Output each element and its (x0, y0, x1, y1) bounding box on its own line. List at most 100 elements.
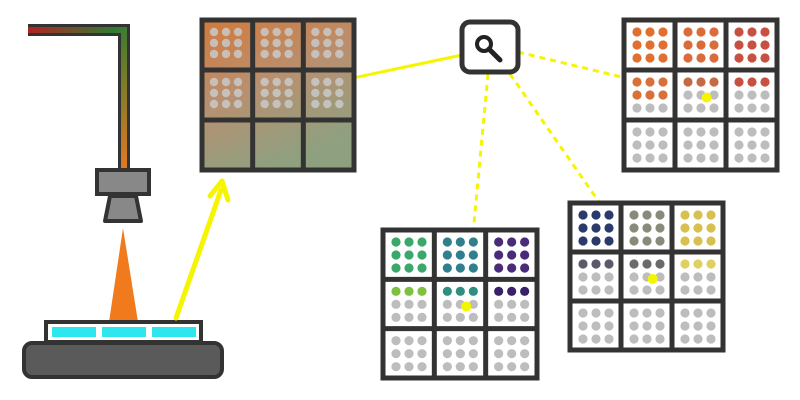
empty-dot (391, 299, 401, 309)
colored-dot (683, 27, 693, 37)
empty-dot (760, 127, 770, 137)
empty-dot (591, 308, 601, 318)
colored-dot (693, 223, 703, 233)
sample-dot (272, 99, 281, 109)
empty-dot (747, 90, 757, 100)
sample-dot (209, 99, 219, 109)
empty-dot (642, 334, 652, 344)
colored-dot (629, 259, 639, 269)
empty-dot (520, 299, 530, 309)
empty-dot (455, 336, 465, 346)
empty-dot (404, 349, 414, 359)
colored-dot (693, 236, 703, 246)
output-panel-green-purple (380, 227, 540, 381)
colored-dot (680, 236, 690, 246)
colored-dot (680, 259, 690, 269)
sample-dot (272, 88, 281, 98)
led-segment (152, 327, 196, 337)
colored-dot (747, 53, 757, 63)
search-icon[interactable] (459, 19, 521, 75)
sample-dot (272, 27, 281, 37)
empty-dot (642, 308, 652, 318)
colored-dot (655, 210, 665, 220)
colored-dot (468, 263, 478, 273)
empty-dot (494, 349, 504, 359)
empty-dot (706, 334, 716, 344)
empty-dot (645, 127, 655, 137)
colored-dot (747, 27, 757, 37)
colored-dot (680, 210, 690, 220)
colored-dot (404, 263, 414, 273)
empty-dot (696, 103, 706, 113)
empty-dot (696, 127, 706, 137)
colored-dot (468, 286, 478, 296)
empty-dot (494, 312, 504, 322)
colored-dot (683, 77, 693, 87)
empty-dot (507, 362, 517, 372)
empty-dot (404, 336, 414, 346)
empty-dot (468, 349, 478, 359)
colored-dot (693, 259, 703, 269)
colored-dot (391, 286, 401, 296)
empty-dot (645, 140, 655, 150)
colored-dot (417, 250, 427, 260)
sample-dot (221, 99, 231, 109)
colored-dot (442, 250, 452, 260)
colored-dot (632, 27, 642, 37)
empty-dot (734, 140, 744, 150)
colored-dot (642, 236, 652, 246)
empty-dot (417, 336, 427, 346)
colored-dot (655, 236, 665, 246)
colored-dot (442, 286, 452, 296)
colored-dot (642, 223, 652, 233)
empty-dot (693, 321, 703, 331)
empty-dot (604, 308, 614, 318)
sample-dot (233, 99, 243, 109)
sample-dot (209, 88, 219, 98)
empty-dot (591, 272, 601, 282)
output-panels (380, 17, 780, 381)
colored-dot (391, 237, 401, 247)
sample-dot (209, 27, 219, 37)
colored-dot (655, 223, 665, 233)
sample-dot (284, 77, 293, 87)
colored-dot (591, 236, 601, 246)
panel-border (567, 200, 726, 353)
empty-dot (507, 349, 517, 359)
colored-dot (494, 250, 504, 260)
empty-dot (696, 140, 706, 150)
colored-dot (578, 259, 588, 269)
empty-dot (520, 336, 530, 346)
empty-dot (442, 312, 452, 322)
colored-dot (655, 259, 665, 269)
source-image-grid (199, 17, 357, 173)
empty-dot (693, 285, 703, 295)
sample-dot (260, 27, 269, 37)
empty-dot (507, 299, 517, 309)
empty-dot (658, 153, 668, 163)
zoom-link (464, 73, 490, 307)
empty-dot (417, 312, 427, 322)
empty-dot (604, 285, 614, 295)
colored-dot (455, 250, 465, 260)
empty-dot (680, 321, 690, 331)
empty-dot (578, 285, 588, 295)
colored-dot (760, 40, 770, 50)
sample-dot (335, 27, 344, 37)
empty-dot (632, 140, 642, 150)
empty-dot (655, 285, 665, 295)
colored-dot (696, 40, 706, 50)
empty-dot (417, 362, 427, 372)
empty-dot (494, 299, 504, 309)
sample-dot (221, 77, 231, 87)
sample-dot (335, 99, 344, 109)
empty-dot (709, 103, 719, 113)
colored-dot (658, 27, 668, 37)
empty-dot (680, 308, 690, 318)
empty-dot (629, 285, 639, 295)
colored-dot (404, 286, 414, 296)
colored-dot (658, 77, 668, 87)
empty-dot (747, 153, 757, 163)
sample-dot (233, 49, 243, 59)
